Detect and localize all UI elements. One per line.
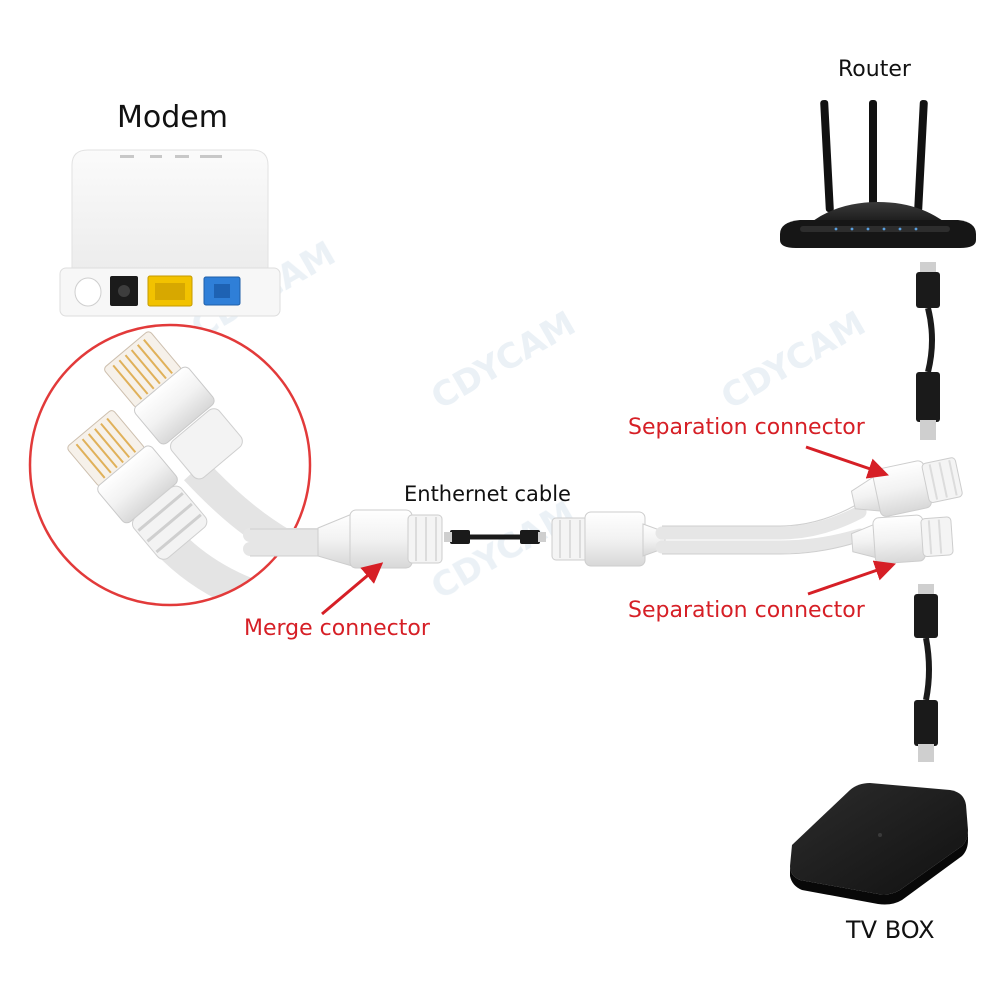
separation-connector-top-label: Separation connector bbox=[628, 415, 865, 440]
merge-connector-device bbox=[243, 509, 443, 569]
svg-text:CDYCAM: CDYCAM bbox=[715, 304, 873, 418]
splitter-device bbox=[551, 457, 963, 567]
rj45-plugs-callout bbox=[28, 323, 312, 607]
svg-text:CDYCAM: CDYCAM bbox=[425, 304, 583, 418]
tv-box-device bbox=[790, 783, 968, 905]
separation-connector-bottom-label: Separation connector bbox=[628, 598, 865, 623]
modem-label: Modem bbox=[117, 100, 228, 135]
modem-device bbox=[59, 149, 281, 317]
tv-box-label: TV BOX bbox=[846, 916, 935, 944]
router-label: Router bbox=[838, 57, 911, 82]
annotation-arrows bbox=[321, 445, 896, 616]
router-device bbox=[780, 100, 976, 248]
merge-connector-label: Merge connector bbox=[244, 616, 430, 641]
tvbox-patch-cable bbox=[914, 584, 938, 762]
merge-arrow bbox=[321, 562, 384, 616]
separation-top-arrow bbox=[805, 445, 889, 479]
ethernet-patch-cable bbox=[444, 530, 546, 544]
separation-bottom-arrow bbox=[807, 560, 896, 596]
router-patch-cable bbox=[916, 262, 940, 440]
ethernet-cable-label: Enthernet cable bbox=[404, 482, 571, 506]
